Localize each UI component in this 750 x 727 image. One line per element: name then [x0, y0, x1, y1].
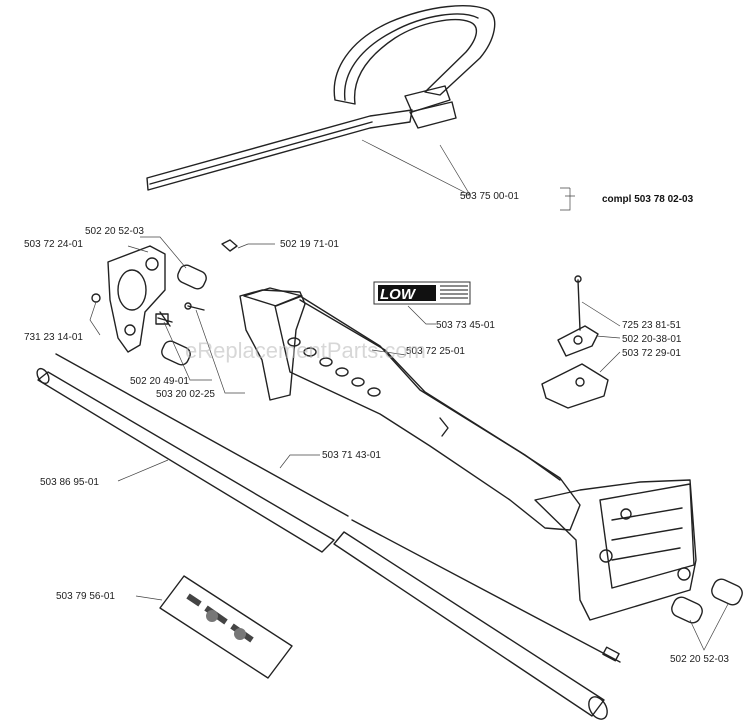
- decal-warning: [159, 575, 293, 679]
- screw-a: [155, 311, 173, 327]
- cap-bottom-b: [711, 578, 743, 606]
- main-housing: [239, 287, 697, 621]
- label-shaft-tube: 503 86 95-01: [40, 477, 99, 488]
- label-cap-bottom: 502 20 52-03: [670, 654, 729, 665]
- label-decal-warning: 503 79 56-01: [56, 591, 115, 602]
- label-clamp-plate: 503 72 29-01: [622, 348, 681, 359]
- label-handle-compl: compl 503 78 02-03: [602, 194, 694, 205]
- label-pin: 725 23 81-51: [622, 320, 681, 331]
- label-drive-shaft: 503 71 43-01: [322, 450, 381, 461]
- clamp-plate: [541, 363, 609, 409]
- label-screw-b: 503 20 02-25: [156, 389, 215, 400]
- label-handle: 503 75 00-01: [460, 191, 519, 202]
- drive-shaft: [55, 353, 621, 663]
- label-decal-low: 503 73 45-01: [436, 320, 495, 331]
- label-clamp-nut: 502 20-38-01: [622, 334, 682, 345]
- bracket: [107, 245, 166, 353]
- clamp-nut: [557, 325, 599, 357]
- label-screw-a: 502 20 49-01: [130, 376, 189, 387]
- loop-handle: [146, 5, 496, 191]
- nut-small: [221, 239, 238, 252]
- watermark: eReplacementParts.com: [185, 338, 426, 363]
- screw-b: [184, 302, 205, 311]
- label-nut-left: 731 23 14-01: [24, 332, 83, 343]
- cap-mid: [161, 340, 191, 366]
- decal-low: LOW: [373, 281, 471, 305]
- cap-bottom-a: [671, 596, 703, 624]
- pin: [574, 275, 582, 331]
- label-nut-small: 502 19 71-01: [280, 239, 339, 250]
- label-cap-top: 502 20 52-03: [85, 226, 144, 237]
- cap-top: [177, 264, 207, 290]
- shaft-tube: [36, 367, 608, 720]
- nut-left: [91, 293, 101, 303]
- label-housing: 503 72 25-01: [406, 346, 465, 357]
- decal-logo-text: LOW: [380, 286, 417, 303]
- label-bracket: 503 72 24-01: [24, 239, 83, 250]
